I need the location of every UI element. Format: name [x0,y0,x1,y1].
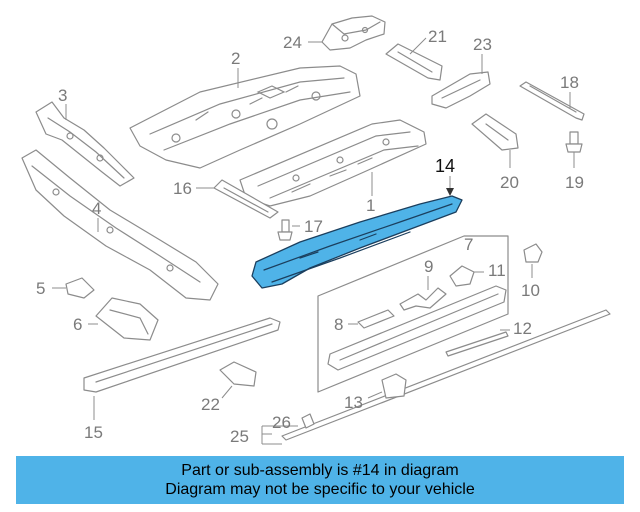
part-17[interactable] [277,219,293,241]
part-5[interactable] [65,277,95,299]
info-banner: Part or sub-assembly is #14 in diagram D… [16,456,624,504]
callout-26[interactable]: 26 [272,413,291,432]
part-11[interactable] [449,265,475,287]
callout-22[interactable]: 22 [201,395,220,414]
callout-13[interactable]: 13 [344,393,363,412]
part-3[interactable] [35,101,135,187]
part-19[interactable] [565,131,583,153]
parts-diagram: 24 21 23 18 19 20 [21,15,611,446]
part-12[interactable] [445,331,509,357]
callout-7[interactable]: 7 [464,235,473,254]
part-7-box[interactable] [317,235,509,393]
callout-4[interactable]: 4 [92,199,101,218]
callout-19[interactable]: 19 [565,173,584,192]
callout-25[interactable]: 25 [230,427,249,446]
callout-1[interactable]: 1 [366,196,375,215]
banner-line-2: Diagram may not be specific to your vehi… [165,481,475,498]
callout-5[interactable]: 5 [36,279,45,298]
callout-18[interactable]: 18 [560,73,579,92]
callout-16[interactable]: 16 [173,179,192,198]
part-20[interactable] [471,113,519,151]
part-24[interactable] [321,15,386,51]
part-18[interactable] [519,81,585,121]
part-7[interactable] [327,285,507,371]
part-13[interactable] [381,373,407,399]
part-10[interactable] [523,243,543,263]
callout-20[interactable]: 20 [500,173,519,192]
part-1[interactable] [239,119,427,207]
part-16[interactable] [213,179,279,219]
part-4[interactable] [21,149,219,301]
part-22[interactable] [219,361,257,387]
callout-11[interactable]: 11 [488,261,506,280]
callout-17[interactable]: 17 [304,217,323,236]
callout-6[interactable]: 6 [73,315,82,334]
banner-line-1: Part or sub-assembly is #14 in diagram [181,462,459,479]
callout-15[interactable]: 15 [84,423,103,442]
callout-10[interactable]: 10 [521,281,540,300]
callout-14[interactable]: 14 [435,156,455,176]
part-23[interactable] [431,71,491,109]
part-14[interactable] [251,195,463,289]
part-8[interactable] [357,309,395,329]
part-2[interactable] [129,65,361,169]
part-25[interactable] [281,309,611,441]
callout-9[interactable]: 9 [424,257,433,276]
callout-8[interactable]: 8 [334,315,343,334]
part-9[interactable] [399,287,447,311]
callout-3[interactable]: 3 [58,86,67,105]
callout-23[interactable]: 23 [473,35,492,54]
callout-12[interactable]: 12 [513,319,532,338]
part-15[interactable] [83,317,281,393]
callout-24[interactable]: 24 [283,33,302,52]
part-6[interactable] [95,297,159,341]
callout-2[interactable]: 2 [231,49,240,68]
part-26[interactable] [301,413,315,429]
callout-21[interactable]: 21 [428,27,447,46]
part-21[interactable] [385,43,443,81]
